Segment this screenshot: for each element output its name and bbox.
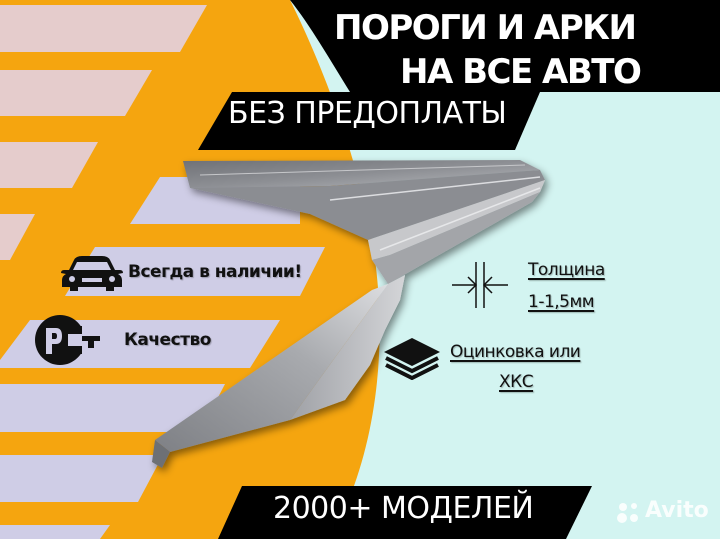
always-in-stock-label: Всегда в наличии! [128,262,302,282]
models-count-banner: 2000+ МОДЕЛЕЙ [273,491,534,526]
thickness-arrows-icon [452,262,508,308]
quality-label: Качество [124,330,211,350]
no-prepayment-banner: БЕЗ ПРЕДОПЛАТЫ [228,96,507,131]
rst-certification-icon [35,315,100,365]
avito-logo-icon [617,503,638,523]
material-value: ХКС [499,372,534,392]
sill-profile-image [152,160,545,468]
headline-line-2: НА ВСЕ АВТО [400,52,642,92]
car-icon [61,256,123,291]
thickness-label: Толщина [528,260,605,280]
material-label: Оцинковка или [450,342,581,362]
headline-line-1: ПОРОГИ И АРКИ [334,8,637,48]
thickness-value: 1-1,5мм [528,292,595,312]
avito-watermark: Avito [645,498,709,523]
layers-icon [384,338,440,380]
